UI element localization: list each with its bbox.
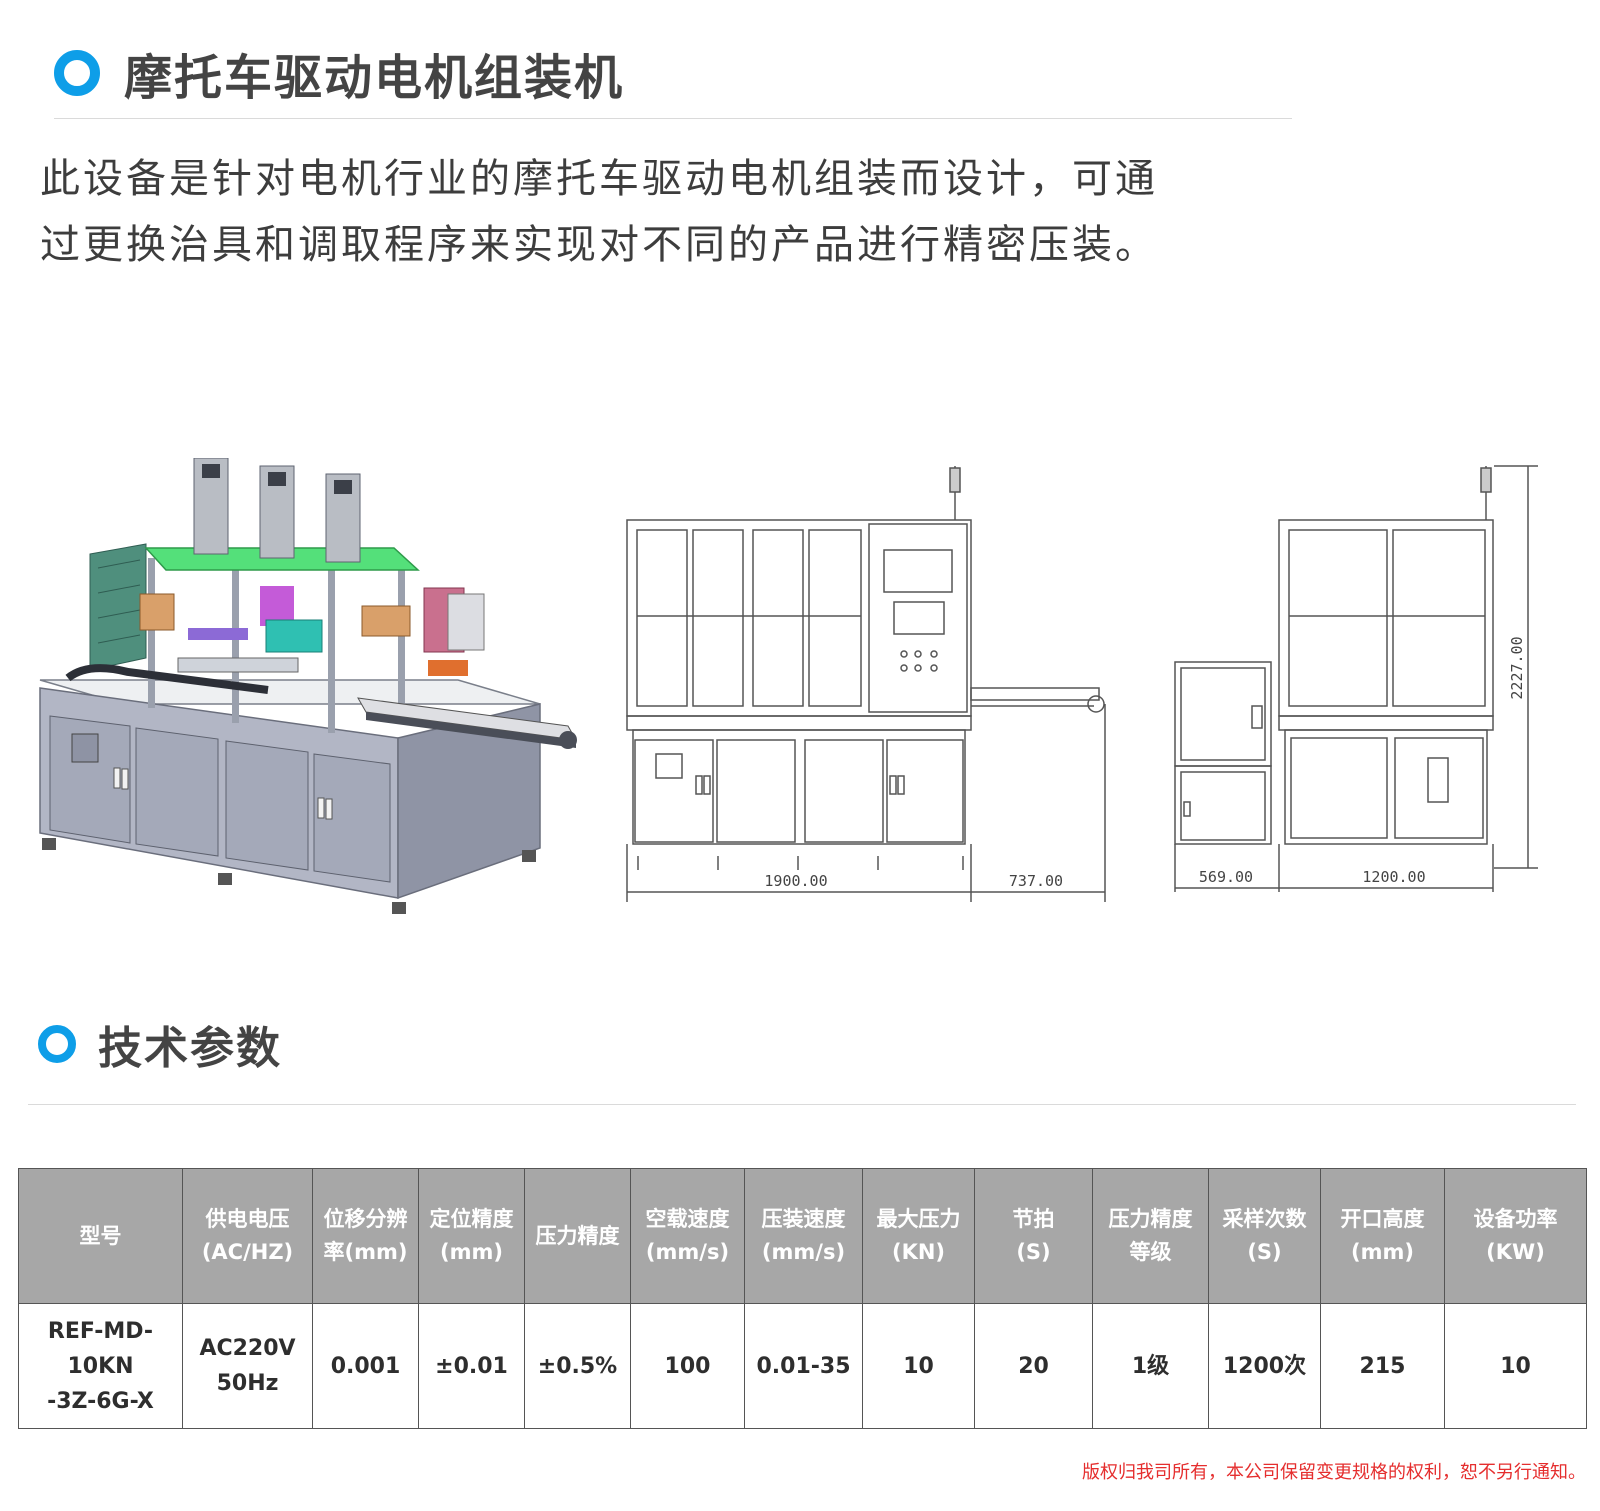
divider-top [54,118,1292,119]
spec-header-line: (AC/HZ) [201,1240,294,1264]
spec-value-cell: 0.001 [312,1303,419,1429]
spec-value-line: 0.01-35 [756,1353,851,1379]
ring-icon [54,50,100,96]
spec-header-line: 等级 [1129,1240,1172,1264]
copyright-notice: 版权归我司所有，本公司保留变更规格的权利，恕不另行通知。 [1082,1462,1586,1483]
spec-header-cell: 空载速度 (mm/s) [630,1168,745,1304]
ring-icon [38,1025,76,1063]
intro-paragraph: 此设备是针对电机行业的摩托车驱动电机组装而设计，可通过更换治具和调取程序来实现对… [40,156,1158,268]
spec-header-cell: 开口高度 (mm) [1320,1168,1445,1304]
spec-header-cell: 压力精度 [524,1168,631,1304]
spec-header-cell: 供电电压 (AC/HZ) [182,1168,313,1304]
spec-header-cell: 节拍 (S) [974,1168,1093,1304]
spec-header-cell: 最大压力 (KN) [862,1168,975,1304]
divider-specs [28,1104,1576,1105]
spec-header-line: 采样次数 [1222,1207,1307,1231]
spec-value-line: 10 [1500,1353,1531,1379]
spec-header-line: 位移分辨 [323,1207,408,1231]
spec-value-cell: 215 [1320,1303,1445,1429]
spec-header-line: (S) [1016,1240,1051,1264]
spec-header-cell: 压装速度 (mm/s) [744,1168,863,1304]
spec-table: 型号 供电电压 (AC/HZ) 位移分辨率(mm) 定位精度 (mm) 压力精度 空载速度 (m… [18,1168,1587,1429]
dimension-side-depth: 569.00 [1199,868,1253,886]
spec-header-line: 开口高度 [1340,1207,1425,1231]
spec-header-line: 型号 [79,1223,122,1248]
spec-header-line: 供电电压 [205,1207,290,1231]
spec-value-cell: 0.01-35 [744,1303,863,1429]
spec-value-cell: 10 [1444,1303,1587,1429]
spec-value-cell: AC220V 50Hz [182,1303,313,1429]
spec-value-cell: 1级 [1092,1303,1209,1429]
spec-header-line: 压力精度 [535,1223,620,1248]
spec-value-cell: 1200次 [1208,1303,1321,1429]
spec-header-line: (KN) [891,1240,946,1264]
spec-header-line: 压装速度 [761,1207,846,1231]
spec-value-line: -3Z-6G-X [47,1388,154,1414]
spec-header-cell: 定位精度 (mm) [418,1168,525,1304]
spec-header-line: (mm/s) [761,1240,846,1264]
dimension-front-width: 1900.00 [764,872,827,890]
spec-header-line: 压力精度 [1108,1207,1193,1231]
spec-header-line: 率(mm) [323,1240,408,1264]
spec-value-cell: 20 [974,1303,1093,1429]
spec-value-cell: ±0.01 [418,1303,525,1429]
section-header-product: 摩托车驱动电机组装机 [54,38,624,108]
spec-header-line: 节拍 [1012,1207,1055,1231]
spec-header-cell: 设备功率 (KW) [1444,1168,1587,1304]
spec-header-line: 空载速度 [645,1207,730,1231]
spec-value-line: 50Hz [216,1371,279,1396]
front-view-drawing [626,466,1106,902]
machine-3d-render [39,458,577,914]
side-view-drawing [1174,465,1538,892]
dimension-height: 2227.00 [1508,636,1526,699]
specs-title: 技术参数 [98,1023,282,1074]
spec-header-cell: 型号 [18,1168,183,1304]
spec-header-line: 定位精度 [429,1207,514,1231]
spec-value-line: 100 [664,1353,711,1379]
spec-value-cell: ±0.5% [524,1303,631,1429]
spec-header-line: (mm) [440,1240,503,1264]
spec-header-cell: 采样次数 (S) [1208,1168,1321,1304]
spec-header-line: 最大压力 [876,1207,961,1231]
dimension-conveyor-length: 737.00 [1009,872,1063,890]
spec-header-line: (KW) [1486,1240,1545,1264]
spec-header-cell: 压力精度等级 [1092,1168,1209,1304]
spec-value-line: 10 [903,1353,934,1379]
spec-value-line: REF-MD-10KN [47,1318,154,1379]
spec-header-row: 型号 供电电压 (AC/HZ) 位移分辨率(mm) 定位精度 (mm) 压力精度 空载速度 (m… [18,1168,1587,1304]
spec-value-line: 20 [1018,1353,1049,1379]
spec-value-line: 0.001 [330,1353,401,1379]
spec-value-line: ±0.01 [435,1353,508,1379]
spec-value-line: ±0.5% [537,1353,618,1379]
table-row: REF-MD-10KN -3Z-6G-X AC220V 50Hz 0.001 ±0.01 ±… [18,1303,1587,1429]
machine-figures: 1900.00 737.00 569.00 1200.00 2227.00 [39,458,1538,914]
spec-header-line: (S) [1247,1240,1282,1264]
spec-header-line: (mm) [1351,1240,1414,1264]
spec-header-line: (mm/s) [645,1240,730,1264]
spec-value-cell: 10 [862,1303,975,1429]
spec-value-line: 1级 [1131,1353,1170,1379]
spec-value-cell: REF-MD-10KN -3Z-6G-X [18,1303,183,1429]
section-header-specs: 技术参数 [38,1012,282,1076]
product-title: 摩托车驱动电机组装机 [124,50,625,106]
spec-value-line: 215 [1359,1353,1406,1379]
spec-value-line: AC220V [199,1336,296,1361]
spec-header-line: 设备功率 [1473,1207,1558,1231]
spec-value-line: 1200次 [1222,1353,1307,1379]
spec-value-cell: 100 [630,1303,745,1429]
dimension-side-width: 1200.00 [1362,868,1425,886]
spec-header-cell: 位移分辨率(mm) [312,1168,419,1304]
